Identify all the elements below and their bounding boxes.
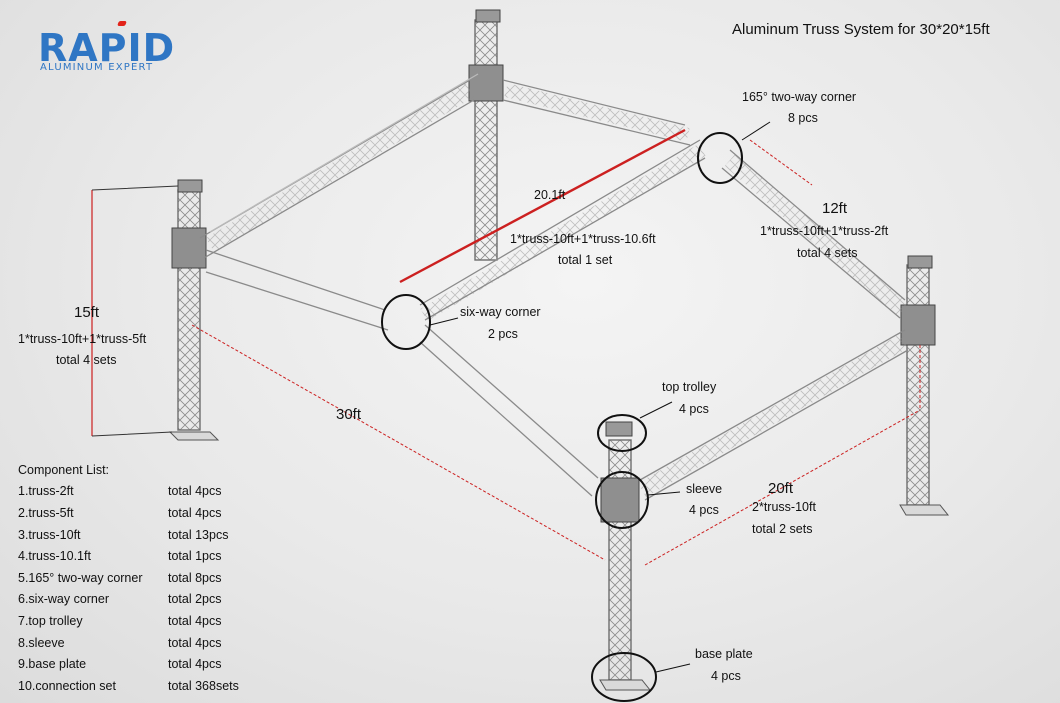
dim-12ft-label: 12ft <box>822 200 848 217</box>
component-total: total 4pcs <box>168 613 222 628</box>
sleeve-qty: 4 pcs <box>689 503 719 517</box>
component-list-item: 5.165° two-way corner total 8pcs <box>18 567 239 589</box>
diagram-title: Aluminum Truss System for 30*20*15ft <box>732 21 990 38</box>
dim-15ft-spec: 1*truss-10ft+1*truss-5ft <box>18 332 147 346</box>
brand-logo: RAPID <box>38 26 176 70</box>
sixway-label: six-way corner <box>460 305 541 319</box>
component-list-item: 6.six-way corner total 2pcs <box>18 589 239 611</box>
component-total: total 1pcs <box>168 549 222 564</box>
brand-logo-tagline: ALUMINUM EXPERT <box>40 62 154 73</box>
component-name: 5.165° two-way corner <box>18 570 143 585</box>
dim-30ft-label: 30ft <box>336 406 362 423</box>
top-trusses <box>199 73 910 501</box>
trolley-callout-circle <box>597 414 647 452</box>
component-total: total 4pcs <box>168 484 222 499</box>
component-list-item: 9.base plate total 4pcs <box>18 653 239 675</box>
sleeve-callout-circle <box>595 471 649 529</box>
dim-15ft-label: 15ft <box>74 304 100 321</box>
component-name: 3.truss-10ft <box>18 527 81 542</box>
component-total: total 368sets <box>168 678 239 693</box>
trolley-qty: 4 pcs <box>679 402 709 416</box>
baseplate-label: base plate <box>695 647 753 661</box>
component-name: 9.base plate <box>18 657 87 672</box>
dim-12ft-spec: 1*truss-10ft+1*truss-2ft <box>760 224 889 238</box>
column-back <box>468 9 504 261</box>
column-left <box>168 179 220 441</box>
component-list-item: 4.truss-10.1ft total 1pcs <box>18 545 239 567</box>
component-list-item: 1.truss-2ft total 4pcs <box>18 481 239 503</box>
sleeve-label: sleeve <box>686 482 723 496</box>
component-total: total 2pcs <box>168 592 222 607</box>
dim-15ft-total: total 4 sets <box>56 353 117 367</box>
component-list-item: 7.top trolley total 4pcs <box>18 610 239 632</box>
component-name: 7.top trolley <box>18 613 83 628</box>
column-right <box>899 255 950 516</box>
corner165-qty: 8 pcs <box>788 111 818 125</box>
dim-20-1ft-spec: 1*truss-10ft+1*truss-10.6ft <box>510 232 656 246</box>
baseplate-qty: 4 pcs <box>711 669 741 683</box>
corner165-callout-circle <box>697 132 743 184</box>
dim-20-1ft-label: 20.1ft <box>534 188 566 202</box>
sixway-callout-circle <box>381 294 431 350</box>
component-total: total 4pcs <box>168 635 222 650</box>
column-front <box>599 421 652 691</box>
component-total: total 4pcs <box>168 657 222 672</box>
component-total: total 8pcs <box>168 570 222 585</box>
component-name: 10.connection set <box>18 678 116 693</box>
dim-20-1ft-total: total 1 set <box>558 253 613 267</box>
component-total: total 4pcs <box>168 505 222 520</box>
component-name: 2.truss-5ft <box>18 505 74 520</box>
sixway-qty: 2 pcs <box>488 327 518 341</box>
component-list-item: 8.sleeve total 4pcs <box>18 632 239 654</box>
dimension-lines <box>91 128 921 566</box>
component-total: total 13pcs <box>168 527 229 542</box>
dim-20ft-spec: 2*truss-10ft <box>752 500 816 514</box>
component-name: 4.truss-10.1ft <box>18 549 91 564</box>
component-name: 1.truss-2ft <box>18 484 74 499</box>
baseplate-callout-circle <box>591 652 657 702</box>
callouts <box>381 121 771 702</box>
component-name: 8.sleeve <box>18 635 65 650</box>
trolley-label: top trolley <box>662 380 717 394</box>
dim-20ft-label: 20ft <box>768 480 794 497</box>
component-list-item: 3.truss-10ft total 13pcs <box>18 524 239 546</box>
dim-20ft-total: total 2 sets <box>752 522 813 536</box>
corner165-label: 165° two-way corner <box>742 90 857 104</box>
dim-12ft-total: total 4 sets <box>797 246 858 260</box>
component-list-item: 2.truss-5ft total 4pcs <box>18 502 239 524</box>
component-list-item: 10.connection set total 368sets <box>18 675 239 697</box>
component-list-heading: Component List: <box>18 462 110 477</box>
component-name: 6.six-way corner <box>18 592 109 607</box>
